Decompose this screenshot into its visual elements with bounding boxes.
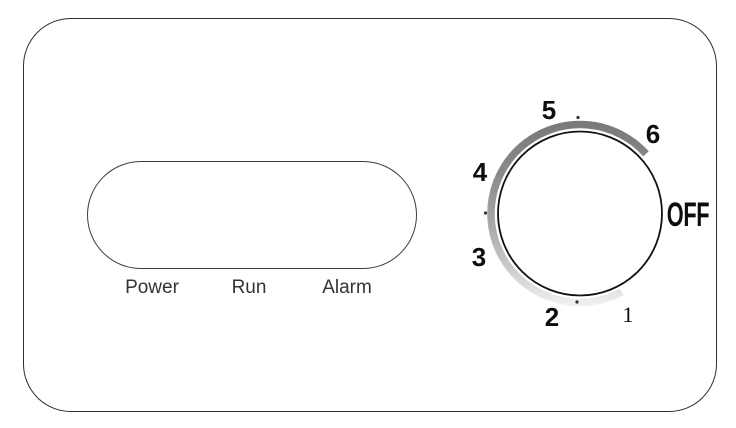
dial-position-2: 2: [544, 302, 560, 332]
dial-position-6: 6: [645, 119, 661, 149]
dial-position-off: OFF: [666, 196, 710, 234]
dial-position-1: 1: [622, 302, 634, 327]
indicator-label-power: Power: [125, 277, 179, 298]
dial-position-4: 4: [472, 157, 488, 187]
dial-position-3: 3: [471, 242, 487, 272]
dial-tick-left: [483, 211, 488, 215]
dial-tick-top: [576, 115, 580, 120]
dial-tick-bottom: [575, 300, 579, 304]
dial-knob[interactable]: [497, 130, 663, 297]
indicator-label-run: Run: [231, 277, 267, 298]
indicator-window: [87, 161, 417, 269]
dial-scale-arc: [487, 120, 649, 307]
indicator-label-alarm: Alarm: [322, 277, 372, 298]
dial-position-5: 5: [541, 95, 557, 125]
